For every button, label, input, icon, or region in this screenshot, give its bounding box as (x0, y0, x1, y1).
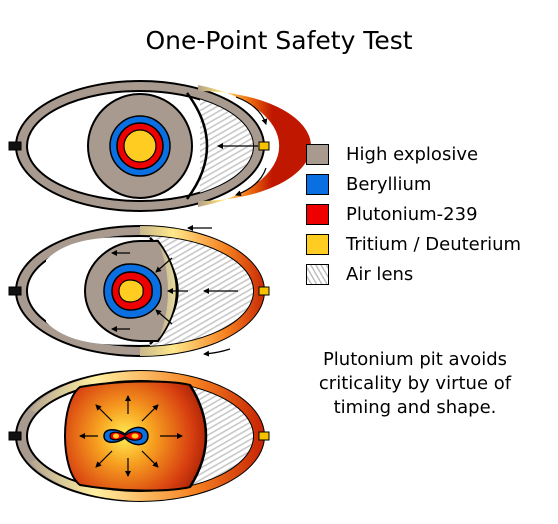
legend-label: Air lens (346, 263, 414, 285)
high-explosive-swatch (306, 143, 329, 165)
legend-label: Plutonium-239 (346, 203, 478, 225)
legend-label: Tritium / Deuterium (346, 233, 522, 255)
stage-3-bomb (8, 370, 270, 502)
tritium-deuterium-swatch (306, 233, 329, 255)
plutonium-swatch (306, 203, 329, 225)
caption-line: criticality by virtue of (318, 373, 512, 394)
legend-item-high-explosive: High explosive (306, 139, 521, 169)
legend-item-tritium-deuterium: Tritium / Deuterium (306, 229, 521, 259)
stage-1-bomb (8, 80, 311, 212)
legend-item-plutonium: Plutonium-239 (306, 199, 521, 229)
caption-line: Plutonium pit avoids (322, 349, 508, 370)
air-lens-swatch (306, 263, 329, 285)
caption: Plutonium pit avoids criticality by virt… (282, 348, 548, 420)
legend-label: Beryllium (346, 173, 432, 195)
legend-item-air-lens: Air lens (306, 259, 521, 289)
diagram-title: One-Point Safety Test (145, 26, 413, 55)
legend: High explosive Beryllium Plutonium-239 T… (306, 139, 521, 289)
beryllium-swatch (306, 173, 329, 195)
caption-line: timing and shape. (333, 397, 497, 418)
stage-2-bomb (8, 225, 270, 357)
legend-label: High explosive (346, 143, 479, 165)
legend-item-beryllium: Beryllium (306, 169, 521, 199)
